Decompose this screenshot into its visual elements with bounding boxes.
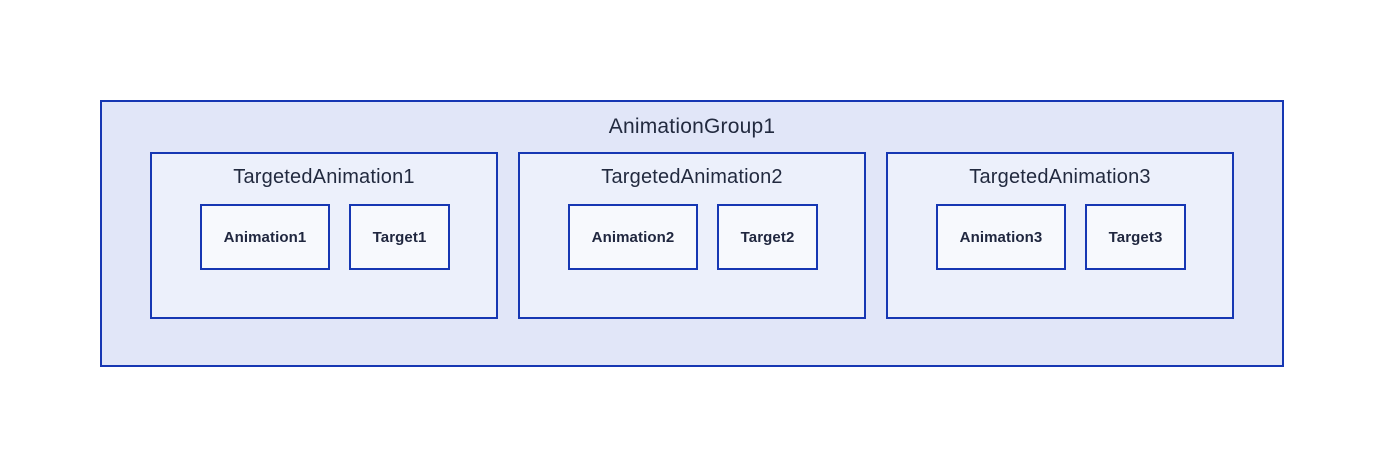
targeted-animation-2-children: Animation2 Target2	[568, 204, 864, 270]
animation-group-label: AnimationGroup1	[608, 115, 776, 138]
animation-3-node: Animation3	[936, 204, 1066, 270]
target-3-node: Target3	[1085, 204, 1186, 270]
targeted-animation-3-label: TargetedAnimation3	[969, 166, 1151, 188]
targeted-animation-3-box: TargetedAnimation3 Animation3 Target3	[886, 152, 1234, 319]
animation-group-box: AnimationGroup1 TargetedAnimation1 Anima…	[100, 100, 1284, 367]
animation-2-node: Animation2	[568, 204, 698, 270]
targeted-animation-1-label: TargetedAnimation1	[233, 166, 415, 188]
target-2-node: Target2	[717, 204, 818, 270]
target-1-node: Target1	[349, 204, 450, 270]
targeted-animation-row: TargetedAnimation1 Animation1 Target1 Ta…	[150, 152, 1282, 319]
targeted-animation-2-box: TargetedAnimation2 Animation2 Target2	[518, 152, 866, 319]
targeted-animation-1-children: Animation1 Target1	[200, 204, 496, 270]
targeted-animation-2-label: TargetedAnimation2	[601, 166, 783, 188]
targeted-animation-1-box: TargetedAnimation1 Animation1 Target1	[150, 152, 498, 319]
targeted-animation-3-children: Animation3 Target3	[936, 204, 1232, 270]
animation-1-node: Animation1	[200, 204, 330, 270]
